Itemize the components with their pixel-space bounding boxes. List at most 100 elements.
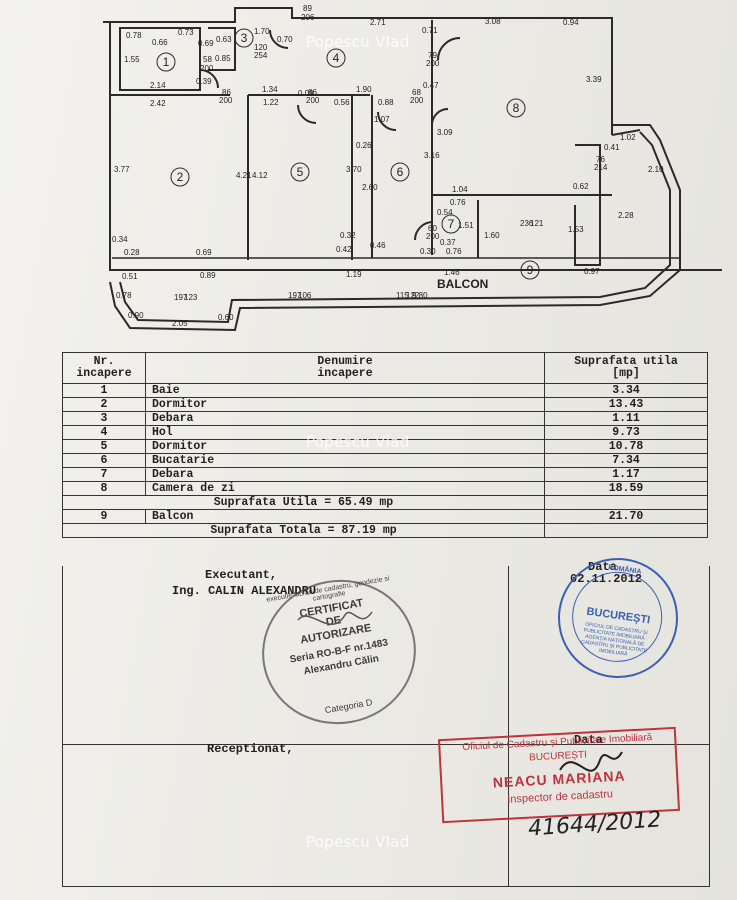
dim-label: 0.66 xyxy=(152,38,168,47)
dim-label: 0.42 xyxy=(336,245,352,254)
dim-label: 0.37 xyxy=(440,238,456,247)
date-value: 02.11.2012 xyxy=(570,572,643,586)
dim-label: 200 xyxy=(219,96,233,105)
dim-label: 0.69 xyxy=(196,248,212,257)
dim-label: 200 xyxy=(426,232,440,241)
dim-label: 0.78 xyxy=(116,291,132,300)
subtotal-row: Suprafata Utila = 65.49 mp xyxy=(62,495,708,510)
executant-name: Ing. CALIN ALEXANDRU xyxy=(172,584,317,598)
dim-label: 68 xyxy=(412,88,421,97)
dim-label: 3.09 xyxy=(437,128,453,137)
dim-label: 9.80 xyxy=(412,291,428,300)
dim-label: 89 xyxy=(303,4,312,13)
header-area: Suprafata utila[mp] xyxy=(544,352,708,384)
dim-label: 214 xyxy=(594,163,608,172)
room-6-label: 6 xyxy=(397,165,404,179)
dim-label: 0.70 xyxy=(277,35,293,44)
dim-label: 2.71 xyxy=(370,18,386,27)
dim-label: 1.70 xyxy=(254,27,270,36)
dim-label: 3.08 xyxy=(485,17,501,26)
dim-label: 0.69 xyxy=(198,39,214,48)
dim-label: 0.47 xyxy=(423,81,439,90)
dim-label: 254 xyxy=(254,51,268,60)
dim-label: 1.04 xyxy=(452,185,468,194)
dim-label: 0.78 xyxy=(126,31,142,40)
room-8-label: 8 xyxy=(513,101,520,115)
receptionat-label: Receptionat, xyxy=(207,742,294,756)
room-9-label: 9 xyxy=(527,263,534,277)
dim-label: 1.22 xyxy=(263,98,279,107)
watermark: Popescu Vlad xyxy=(306,433,410,451)
dim-label: 0.85 xyxy=(215,54,231,63)
room-7-label: 7 xyxy=(448,217,455,231)
dim-label: 1.53 xyxy=(568,225,584,234)
dim-label: 79 xyxy=(428,51,437,60)
dim-label: 0.76 xyxy=(450,198,466,207)
dim-label: 0.39 xyxy=(196,77,212,86)
dim-label: 2.28 xyxy=(618,211,634,220)
dim-label: 86 xyxy=(308,88,317,97)
room-3-label: 3 xyxy=(241,31,248,45)
dim-label: 0.76 xyxy=(446,247,462,256)
dim-label: 0.30 xyxy=(420,247,436,256)
dim-label: 0.62 xyxy=(573,182,589,191)
dim-label: 0.56 xyxy=(334,98,350,107)
dim-label: 3.39 xyxy=(586,75,602,84)
dim-label: 2.14 xyxy=(150,81,166,90)
signature-area xyxy=(62,566,710,887)
dim-label: 200 xyxy=(200,64,214,73)
dim-label: 1.34 xyxy=(262,85,278,94)
dim-label: 200 xyxy=(306,96,320,105)
header-nr: Nr.incapere xyxy=(62,352,146,384)
dim-label: 123 xyxy=(184,293,198,302)
dim-label: 0.41 xyxy=(604,143,620,152)
executant-label: Executant, xyxy=(205,568,278,582)
dim-label: 120 xyxy=(254,43,268,52)
dim-label: 0.32 xyxy=(340,231,356,240)
watermark: Popescu Vlad xyxy=(306,33,410,51)
dim-label: 206 xyxy=(301,13,315,22)
dim-label: 0.97 xyxy=(584,267,600,276)
dim-label: 2.60 xyxy=(362,183,378,192)
date-label: Data xyxy=(588,560,617,574)
dim-label: 0.51 xyxy=(122,272,138,281)
dim-label: 122 xyxy=(406,291,420,300)
dim-label: 0.26 xyxy=(356,141,372,150)
dim-label: 0.34 xyxy=(112,235,128,244)
dim-label: 236 xyxy=(520,219,534,228)
dim-label: 200 xyxy=(426,59,440,68)
dim-label: 1.19 xyxy=(346,270,362,279)
room-1-label: 1 xyxy=(163,55,170,69)
dim-label: 1.51 xyxy=(458,221,474,230)
dim-label: 121 xyxy=(530,219,544,228)
dim-label: 0.28 xyxy=(124,248,140,257)
dim-label: 0.94 xyxy=(563,18,579,27)
room-5-label: 5 xyxy=(297,165,304,179)
dim-label: 76 xyxy=(596,155,605,164)
dim-label: 3.16 xyxy=(424,151,440,160)
dim-label: 2.42 xyxy=(150,99,166,108)
dim-label: 1.55 xyxy=(124,55,140,64)
dim-label: 197 xyxy=(288,291,302,300)
dim-label: 115 xyxy=(396,291,409,300)
floor-plan: 1 3 4 2 5 6 7 8 9 BALCON 0.78 0.66 0.73 … xyxy=(103,4,722,332)
dim-label: 2.10 xyxy=(648,165,664,174)
dim-label: 1.60 xyxy=(484,231,500,240)
dim-label: 1.07 xyxy=(374,115,390,124)
dim-label: 3.70 xyxy=(346,165,362,174)
dim-label: 86 xyxy=(222,88,231,97)
dim-label: 1.46 xyxy=(444,268,460,277)
dim-label: 1.02 xyxy=(620,133,636,142)
dim-label: 0.71 xyxy=(422,26,438,35)
dim-label: 0.60 xyxy=(218,313,234,322)
divider-vertical xyxy=(508,566,509,886)
dim-label: 2.05 xyxy=(172,319,188,328)
dim-label: 0.46 xyxy=(370,241,386,250)
room-2-label: 2 xyxy=(177,170,184,184)
